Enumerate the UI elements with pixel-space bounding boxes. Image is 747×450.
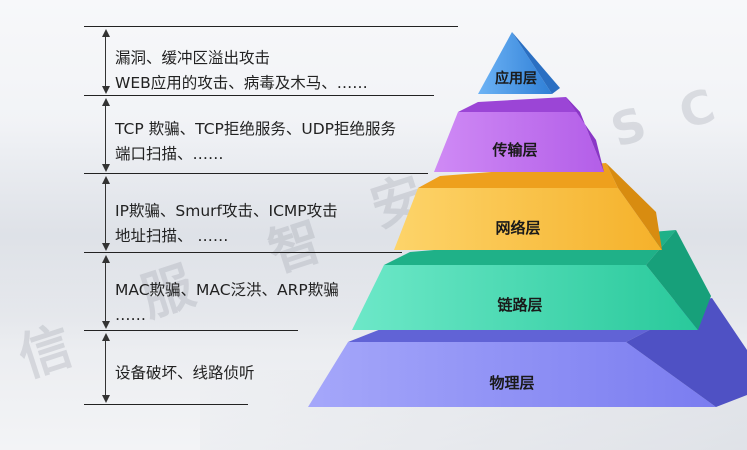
layer-network-label: 网络层 — [495, 219, 540, 237]
layer-transport-front — [434, 112, 604, 172]
layer-application: 应用层 — [478, 32, 560, 94]
separator-line — [84, 173, 428, 174]
layer-application-side — [512, 32, 560, 94]
attack-line: IP欺骗、Smurf攻击、ICMP攻击 — [115, 202, 338, 220]
layer-link-side — [646, 230, 711, 330]
attack-line: 漏洞、缓冲区溢出攻击 — [115, 49, 271, 67]
attack-line: 地址扫描、 …… — [115, 227, 229, 245]
layer-network-front — [394, 188, 662, 250]
layer-network: 网络层 — [394, 163, 662, 250]
attacks-link: MAC欺骗、MAC泛洪、ARP欺骗 …… — [115, 278, 339, 328]
attack-line: MAC欺骗、MAC泛洪、ARP欺骗 — [115, 281, 339, 299]
layer-physical-side — [626, 298, 747, 407]
separator-line — [84, 95, 434, 96]
layer-physical-label: 物理层 — [489, 374, 534, 392]
attacks-transport: TCP 欺骗、TCP拒绝服务、UDP拒绝服务 端口扫描、…… — [115, 117, 396, 167]
attack-line: …… — [115, 306, 146, 324]
separator-line — [84, 252, 402, 253]
layer-physical-front — [308, 342, 716, 407]
attacks-application: 漏洞、缓冲区溢出攻击 WEB应用的攻击、病毒及木马、…… — [115, 46, 368, 96]
layer-application-label: 应用层 — [495, 70, 537, 87]
separator-line — [84, 26, 458, 27]
separator-line — [84, 404, 248, 405]
attack-line: 端口扫描、…… — [115, 145, 224, 163]
attack-line: WEB应用的攻击、病毒及木马、…… — [115, 74, 368, 92]
attacks-physical: 设备破坏、线路侦听 — [115, 361, 255, 386]
layer-link-front — [352, 265, 698, 330]
attack-line: 设备破坏、线路侦听 — [115, 364, 255, 382]
layer-application-front — [478, 32, 552, 94]
layer-transport-label: 传输层 — [491, 141, 537, 159]
layer-network-side — [606, 163, 662, 250]
layer-link: 链路层 — [352, 230, 711, 330]
layer-transport: 传输层 — [434, 97, 604, 172]
layer-link-label: 链路层 — [497, 296, 542, 314]
separator-line — [84, 330, 298, 331]
layer-transport-top — [458, 97, 580, 112]
attacks-network: IP欺骗、Smurf攻击、ICMP攻击 地址扫描、 …… — [115, 199, 338, 249]
attack-line: TCP 欺骗、TCP拒绝服务、UDP拒绝服务 — [115, 120, 397, 138]
